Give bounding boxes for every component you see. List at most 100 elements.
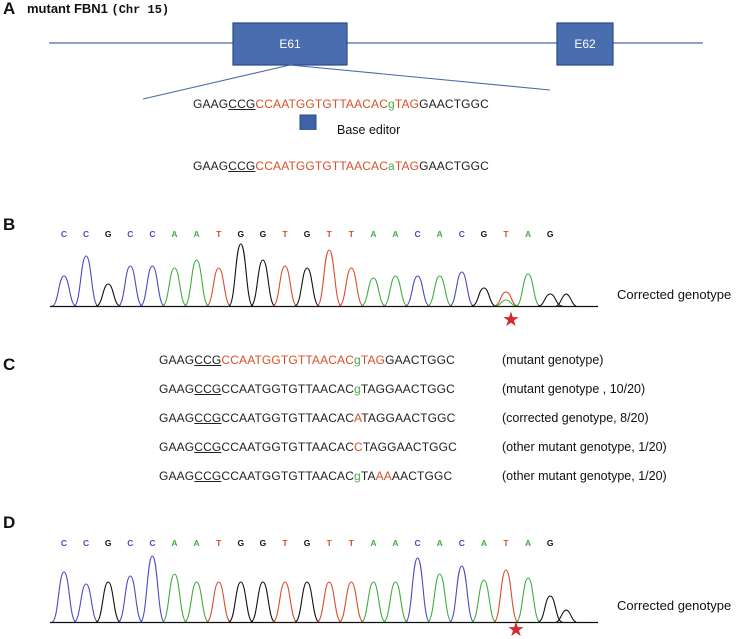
base-call-label: T — [216, 538, 222, 548]
exon-e62-box — [556, 22, 614, 66]
trace-peak — [161, 573, 188, 623]
base-call-label: C — [149, 229, 155, 239]
sequence-segment: CCAATGGTGTTAACAC — [221, 469, 355, 483]
trace-peak — [361, 277, 386, 307]
sequence-segment: GAAG — [193, 97, 229, 111]
sequence-segment: TAG — [394, 97, 420, 111]
star-marker-icon: ★ — [507, 619, 525, 639]
panel-c-label: C — [3, 355, 16, 374]
genotype-sequence: GAAGCCGCCAATGGTGTTAACACgTAGGAACTGGC — [159, 382, 455, 396]
trace-peak — [382, 581, 409, 623]
base-call-label: C — [83, 538, 89, 548]
sequence-segment: AACTGGC — [391, 469, 453, 483]
sequence-segment: CCAATGGTGTTAACAC — [221, 440, 355, 454]
base-call-label: A — [392, 229, 398, 239]
sequence-segment: CCAATGGTGTTAACAC — [255, 97, 389, 111]
exon-e62-label: E62 — [574, 37, 596, 51]
trace-peak — [515, 577, 541, 623]
base-call-label: A — [437, 229, 443, 239]
trace-peak — [316, 249, 342, 307]
trace-peak — [228, 243, 254, 307]
base-call-label: A — [525, 538, 531, 548]
trace-peak — [427, 275, 453, 307]
gene-title: mutant FBN1 (Chr 15) — [27, 1, 169, 17]
trace-peak — [449, 565, 475, 623]
genotype-sequence: GAAGCCGCCAATGGTGTTAACACATAGGAACTGGC — [159, 411, 455, 425]
exon-e61-box — [232, 22, 348, 66]
trace-secondary-peak — [494, 299, 518, 307]
trace-peak — [471, 579, 497, 623]
base-call-label: G — [237, 229, 244, 239]
trace-tail — [556, 293, 577, 307]
sequence-segment: TAG — [360, 353, 386, 367]
sequence-segment: CCAATGGTGTTAACAC — [255, 159, 389, 173]
base-call-label: G — [260, 229, 267, 239]
trace-peak — [139, 265, 166, 307]
trace-peak — [73, 583, 99, 623]
sequence-segment: GAAG — [159, 382, 195, 396]
base-call-label: C — [415, 538, 421, 548]
sequence-segment: GAACTGGC — [419, 159, 489, 173]
sequence-segment: A — [354, 411, 362, 425]
sequence-segment: GAAG — [159, 411, 195, 425]
sequence-segment: TA — [360, 469, 376, 483]
base-call-label: G — [260, 538, 267, 548]
trace-peak — [427, 573, 453, 623]
trace-peak — [183, 259, 210, 307]
panel-d-label: D — [3, 513, 16, 532]
base-call-label: A — [370, 538, 376, 548]
sequence-segment: GAACTGGC — [385, 353, 455, 367]
genotype-label: (mutant genotype) — [502, 353, 604, 367]
base-call-label: A — [171, 538, 177, 548]
base-call-label: C — [127, 229, 133, 239]
trace-peak — [206, 581, 232, 623]
base-call-label: C — [149, 538, 155, 548]
sequence-segment: CCG — [194, 411, 222, 425]
trace-peak — [493, 291, 519, 307]
genotype-sequence: GAAGCCGCCAATGGTGTTAACACCTAGGAACTGGC — [159, 440, 457, 454]
base-call-label: G — [547, 229, 554, 239]
base-call-label: C — [459, 538, 465, 548]
sequence-segment: CCAATGGTGTTAACAC — [221, 411, 355, 425]
chromosome-label: (Chr 15) — [111, 3, 170, 17]
trace-peak — [294, 581, 320, 623]
base-call-label: G — [304, 229, 311, 239]
base-call-label: A — [437, 538, 443, 548]
sequence-segment: TAGGAACTGGC — [360, 382, 455, 396]
sequence-segment: CCG — [228, 159, 256, 173]
base-call-label: A — [370, 229, 376, 239]
sequence-segment: AA — [375, 469, 392, 483]
trace-peak — [250, 581, 276, 623]
gene-name: mutant FBN1 — [27, 1, 108, 16]
base-call-label: T — [349, 538, 355, 548]
trace-peak — [338, 267, 364, 307]
base-call-label: G — [547, 538, 554, 548]
sequence-segment: GAAG — [159, 440, 195, 454]
trace-peak — [405, 275, 431, 307]
base-call-label: T — [349, 229, 355, 239]
trace-peak — [383, 275, 408, 307]
sequence-segment: CCG — [194, 469, 222, 483]
base-call-label: A — [481, 538, 487, 548]
genotype-label: (other mutant genotype, 1/20) — [502, 469, 667, 483]
trace-peak — [95, 283, 121, 307]
base-editor-arrow-icon — [299, 114, 317, 130]
base-call-label: A — [194, 229, 200, 239]
base-call-label: A — [171, 229, 177, 239]
trace-peak — [294, 267, 320, 307]
trace-peak — [272, 581, 298, 623]
trace-peak — [471, 287, 497, 307]
base-call-label: A — [392, 538, 398, 548]
sequence-segment: CCG — [194, 353, 222, 367]
trace-tail — [556, 609, 577, 623]
trace-peak — [316, 581, 342, 623]
trace-peak — [162, 267, 187, 307]
base-call-label: T — [503, 538, 509, 548]
base-editor-label: Base editor — [337, 123, 401, 137]
trace-peak — [139, 555, 166, 623]
corrected-genotype-label-d: Corrected genotype — [617, 598, 732, 613]
sequence-before: GAAGCCGCCAATGGTGTTAACACgTAGGAACTGGC — [193, 97, 489, 111]
sequence-segment: g — [354, 469, 361, 483]
sequence-segment: GAACTGGC — [419, 97, 489, 111]
